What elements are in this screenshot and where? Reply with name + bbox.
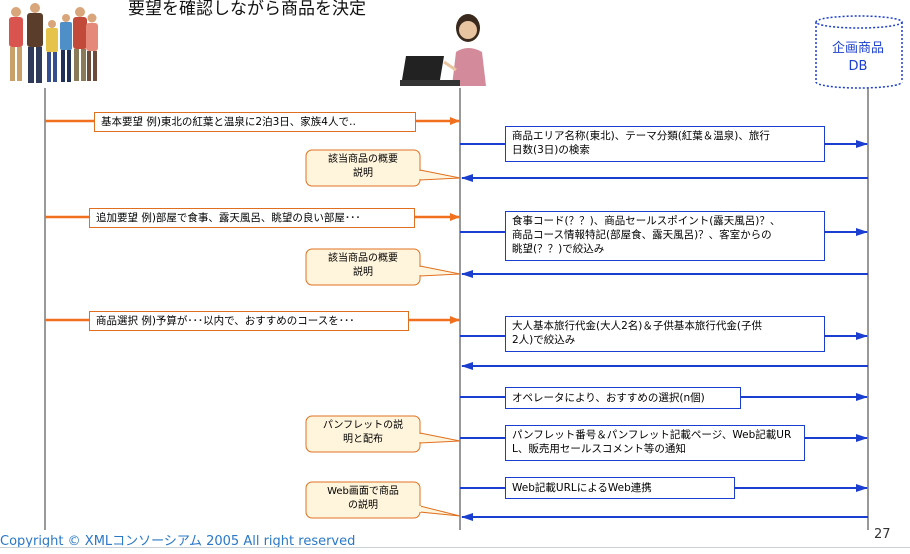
db-label-line1: 企画商品 — [831, 41, 884, 56]
footer-divider — [0, 547, 910, 548]
query-box-1-line2: 日数(3日)の検索 — [512, 144, 590, 156]
request-box-1: 基本要望 例)東北の紅葉と温泉に2泊3日、家族4人で‥ — [94, 112, 416, 132]
query-box-5-line2: L、販売用セールスコメント等の通知 — [512, 443, 686, 455]
callout-1 — [305, 149, 461, 187]
query-box-2-line2: 商品コース情報特記(部屋食、露天風呂)？、客室からの — [512, 229, 772, 241]
callout-1-text: 該当商品の概要 説明 — [306, 153, 420, 181]
db-label: 企画商品 DB — [816, 40, 900, 76]
page-title: 要望を確認しながら商品を決定 — [128, 0, 366, 19]
callout-4 — [305, 481, 461, 519]
callout-3-text: パンフレットの説 明と配布 — [306, 419, 420, 447]
query-box-3: 大人基本旅行代金(大人2名)＆子供基本旅行代金(子供 2人)で絞込み — [505, 316, 825, 352]
family-icon — [9, 3, 98, 83]
query-box-2-line1: 食事コード(？？)、商品セールスポイント(露天風呂)？、 — [512, 215, 781, 227]
query-box-6-line1: Web記載URLによるWeb連携 — [512, 482, 652, 494]
query-box-6: Web記載URLによるWeb連携 — [505, 477, 735, 499]
callout-2-line2: 説明 — [353, 267, 373, 278]
operator-icon — [400, 14, 486, 86]
query-box-2: 食事コード(？？)、商品セールスポイント(露天風呂)？、 商品コース情報特記(部… — [505, 211, 825, 261]
db-label-line2: DB — [848, 59, 868, 74]
query-box-5-line1: パンフレット番号＆パンフレット記載ページ、Web記載UR — [512, 429, 792, 441]
query-box-1-line1: 商品エリア名称(東北)、テーマ分類(紅葉＆温泉)、旅行 — [512, 130, 770, 142]
query-box-4: オペレータにより、おすすめの選択(n個) — [505, 387, 741, 409]
callout-1-line1: 該当商品の概要 — [328, 154, 398, 165]
request-box-2: 追加要望 例)部屋で食事、露天風呂、眺望の良い部屋･･･ — [89, 208, 415, 228]
request-box-3: 商品選択 例)予算が･･･以内で、おすすめのコースを･･･ — [89, 311, 409, 331]
copyright-footer: Copyright © XMLコンソーシアム 2005 All right re… — [0, 534, 356, 549]
callout-2-line1: 該当商品の概要 — [328, 253, 398, 264]
callout-2 — [305, 248, 461, 286]
query-box-3-line1: 大人基本旅行代金(大人2名)＆子供基本旅行代金(子供 — [512, 320, 762, 332]
query-box-5: パンフレット番号＆パンフレット記載ページ、Web記載UR L、販売用セールスコメ… — [505, 425, 805, 461]
query-box-1: 商品エリア名称(東北)、テーマ分類(紅葉＆温泉)、旅行 日数(3日)の検索 — [505, 126, 825, 162]
query-box-4-line1: オペレータにより、おすすめの選択(n個) — [512, 392, 705, 404]
callout-4-text: Web画面で商品 の説明 — [306, 485, 420, 513]
query-box-3-line2: 2人)で絞込み — [512, 334, 576, 346]
callout-3 — [305, 415, 461, 453]
query-box-2-line3: 眺望(？？)で絞込み — [512, 243, 605, 255]
callout-4-line2: の説明 — [348, 500, 378, 511]
callout-1-line2: 説明 — [353, 168, 373, 179]
callout-3-line2: 明と配布 — [343, 434, 383, 445]
callout-2-text: 該当商品の概要 説明 — [306, 252, 420, 280]
callout-3-line1: パンフレットの説 — [322, 420, 404, 431]
database-icon — [815, 15, 903, 89]
callout-4-line1: Web画面で商品 — [327, 486, 399, 497]
page-number: 27 — [874, 527, 891, 542]
